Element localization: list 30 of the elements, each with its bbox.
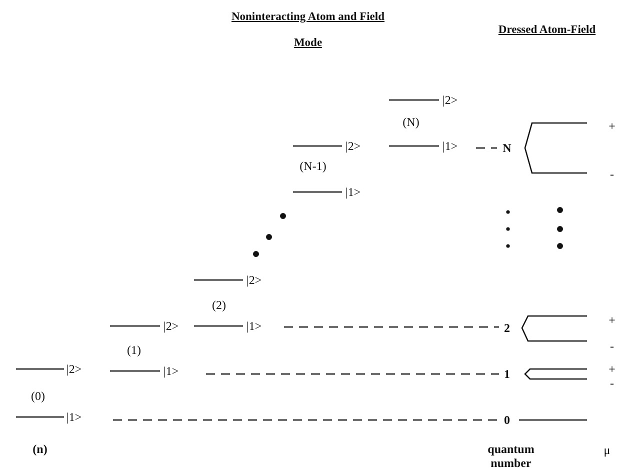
manifold-label: (0)	[31, 389, 45, 403]
quantum-number: N	[502, 141, 512, 155]
manifold-label: (N-1)	[300, 159, 326, 173]
quantum-number: 2	[504, 321, 510, 335]
level-label: |1>	[246, 319, 262, 333]
manifold-label: (2)	[212, 298, 226, 312]
sign-label: -	[610, 339, 614, 353]
manifold-label: (N)	[402, 115, 420, 129]
axis-label: μ	[604, 443, 610, 457]
column-heading: Noninteracting Atom and Field Mode	[230, 10, 386, 51]
level-label: |1>	[442, 139, 458, 153]
level-label: |2>	[442, 93, 458, 107]
level-label: |2>	[246, 273, 262, 287]
sign-label: -	[610, 376, 614, 390]
quantum-number: 1	[504, 367, 510, 381]
level-label: |2>	[66, 362, 82, 376]
axis-label: (n)	[32, 442, 48, 456]
level-label: |1>	[163, 364, 179, 378]
level-label: |1>	[66, 410, 82, 424]
sign-label: -	[610, 167, 614, 181]
sign-label: +	[608, 313, 616, 327]
axis-label: quantum number	[486, 442, 536, 470]
column-heading: Dressed Atom-Field	[497, 23, 597, 38]
sign-label: +	[608, 119, 616, 133]
quantum-number: 0	[504, 413, 510, 427]
level-label: |2>	[345, 139, 361, 153]
level-label: |1>	[345, 185, 361, 199]
manifold-label: (1)	[127, 343, 141, 357]
level-label: |2>	[163, 319, 179, 333]
sign-label: +	[608, 362, 616, 376]
